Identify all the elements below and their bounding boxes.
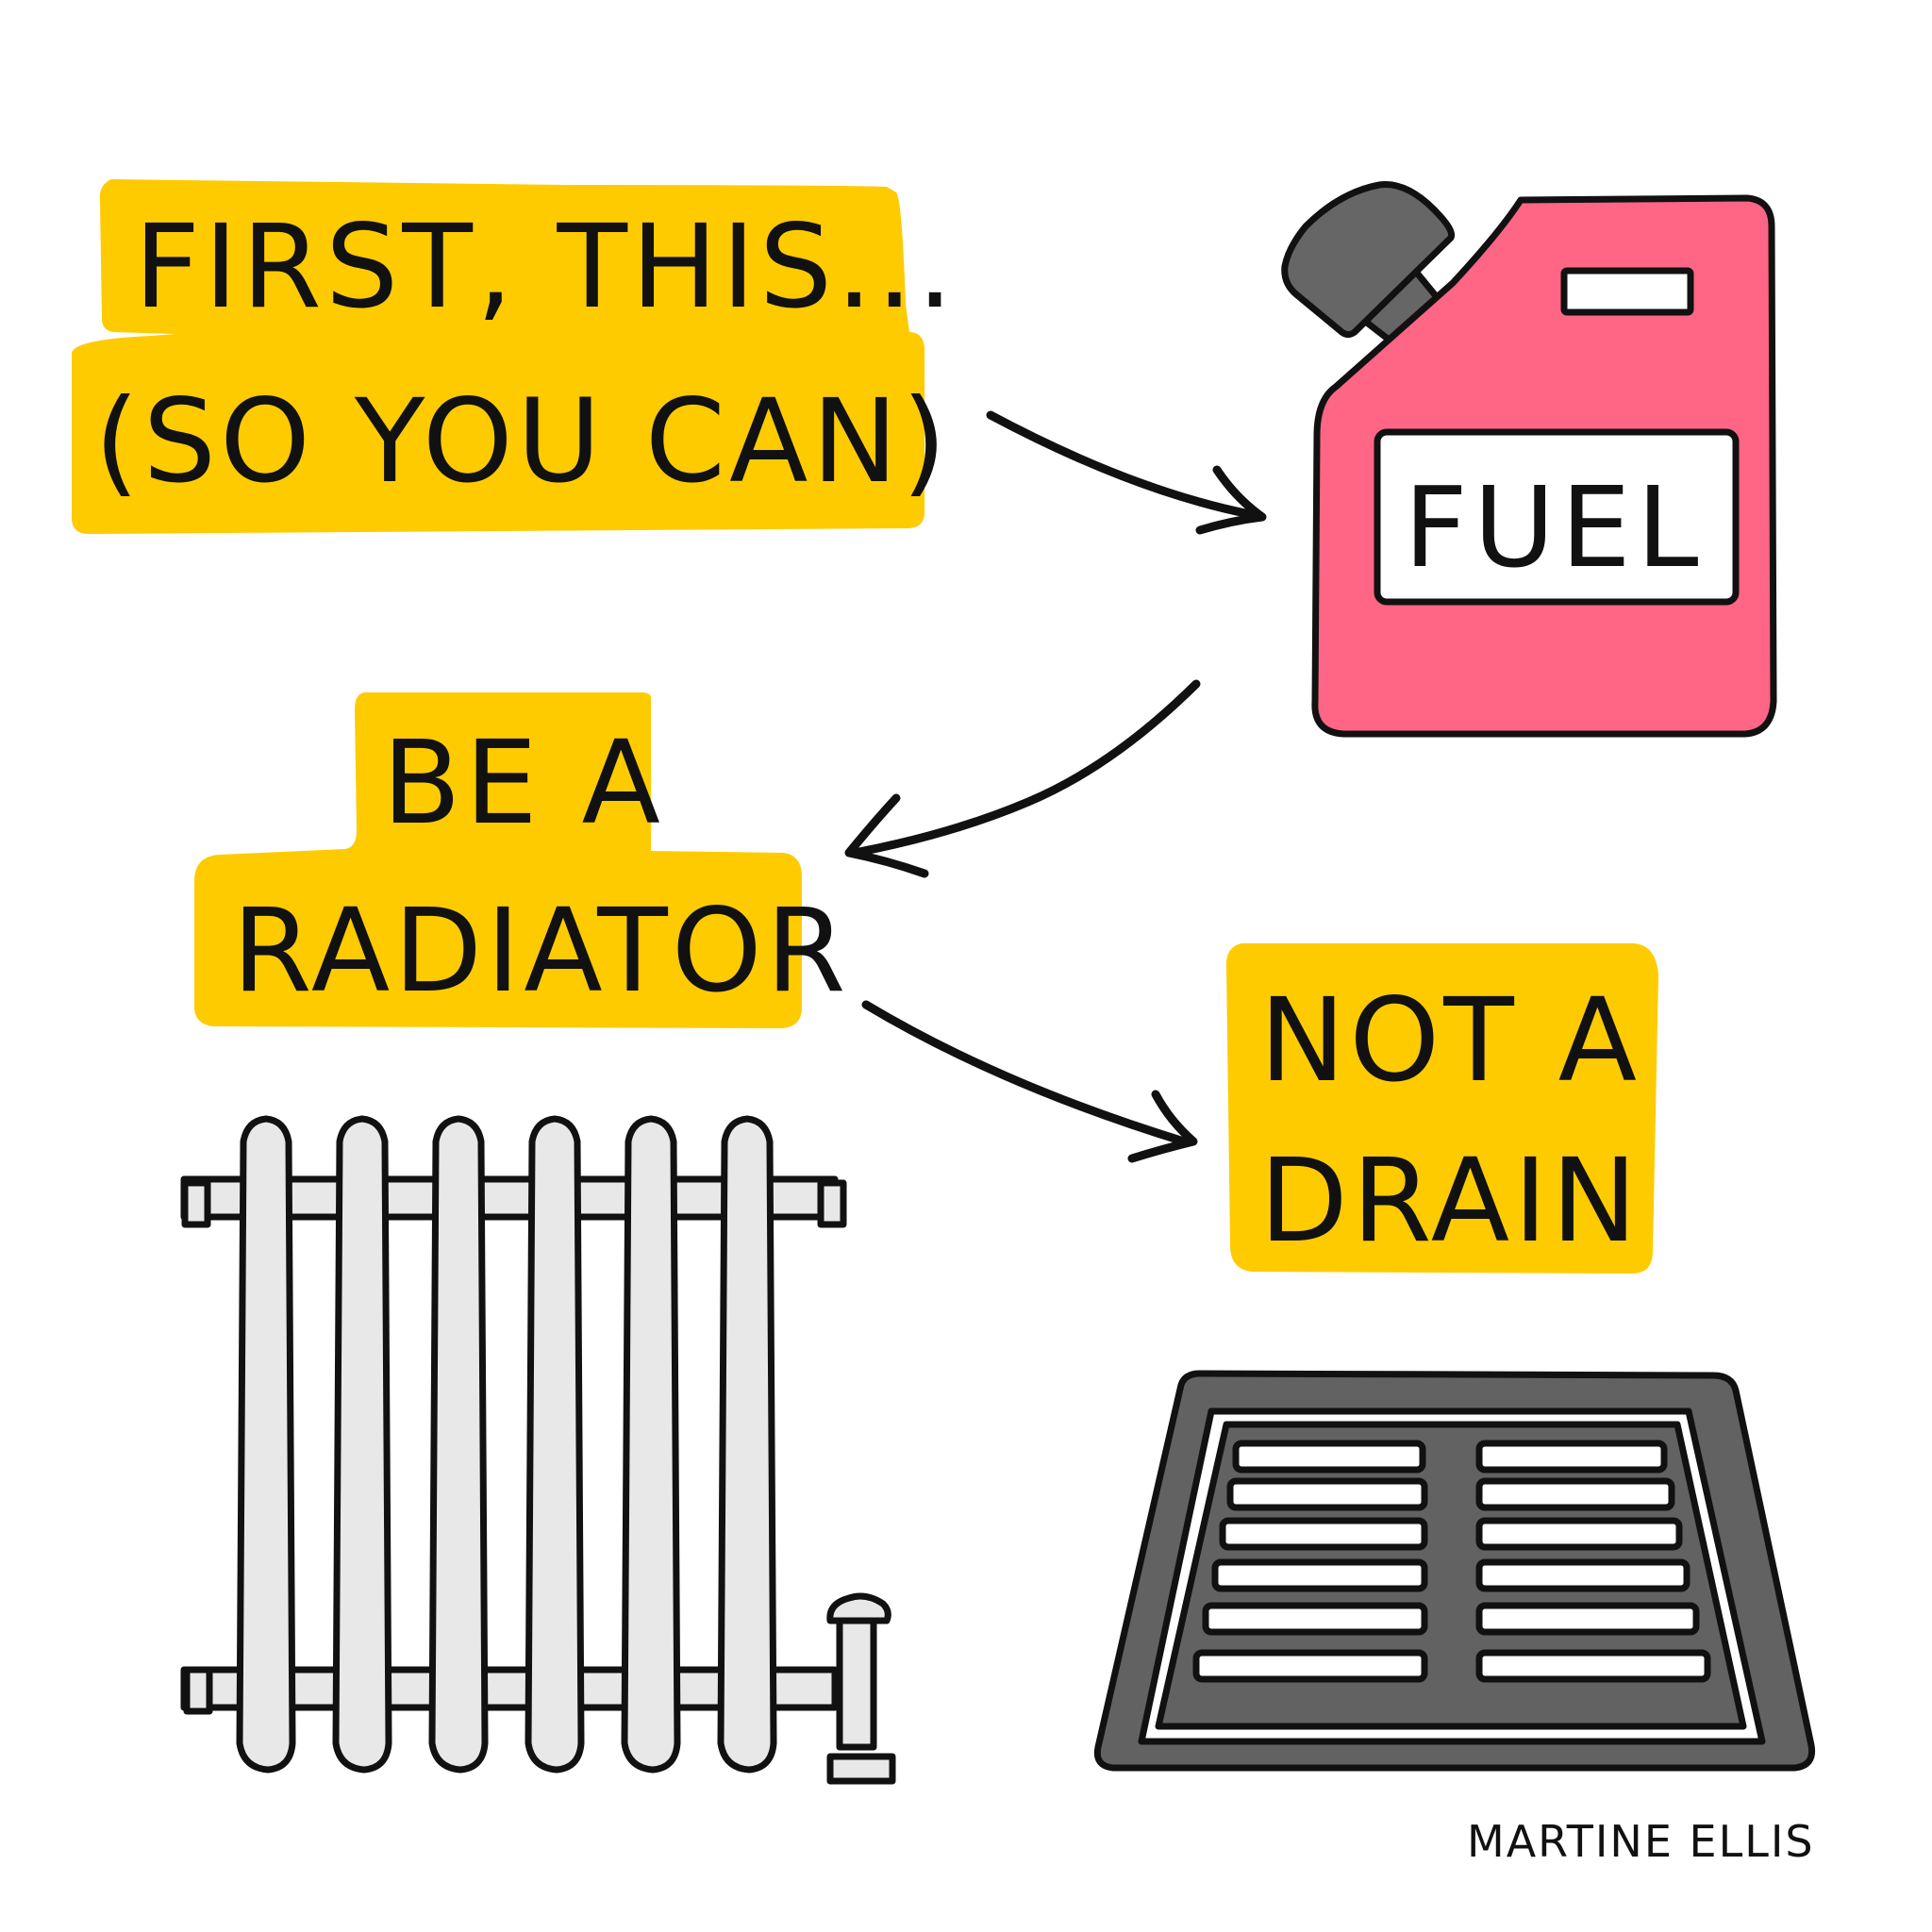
highlight-not-a-drain [1226, 943, 1658, 1274]
highlight-be-a-radiator [194, 692, 802, 1028]
drain-grate-icon [1093, 1370, 1816, 1772]
arrow-to-drain [861, 1000, 1198, 1163]
label-radiator: RADIATOR [232, 884, 850, 1018]
label-drain: DRAIN [1259, 1134, 1641, 1268]
fuel-can-label: FUEL [1404, 462, 1705, 592]
arrow-to-fuel [986, 410, 1267, 535]
fuel-can-icon: FUEL [1281, 181, 1777, 738]
label-so-you-can: (SO YOU CAN) [94, 375, 950, 508]
highlight-be-block [194, 692, 802, 1028]
highlight-not-block [1226, 943, 1658, 1274]
radiator-icon [180, 1115, 896, 1785]
label-not-a: NOT A [1259, 974, 1641, 1108]
drain-slots-left [1192, 1440, 1428, 1683]
label-first-this: FIRST, THIS... [134, 200, 957, 334]
arrow-to-radiator [844, 679, 1201, 878]
artist-credit: MARTINE ELLIS [1467, 1816, 1815, 1867]
radiator-columns [236, 1115, 777, 1774]
highlight-first-block [71, 179, 925, 534]
highlight-first-this [71, 179, 925, 534]
label-be-a: BE A [382, 716, 664, 850]
drain-slots-right [1475, 1440, 1711, 1683]
